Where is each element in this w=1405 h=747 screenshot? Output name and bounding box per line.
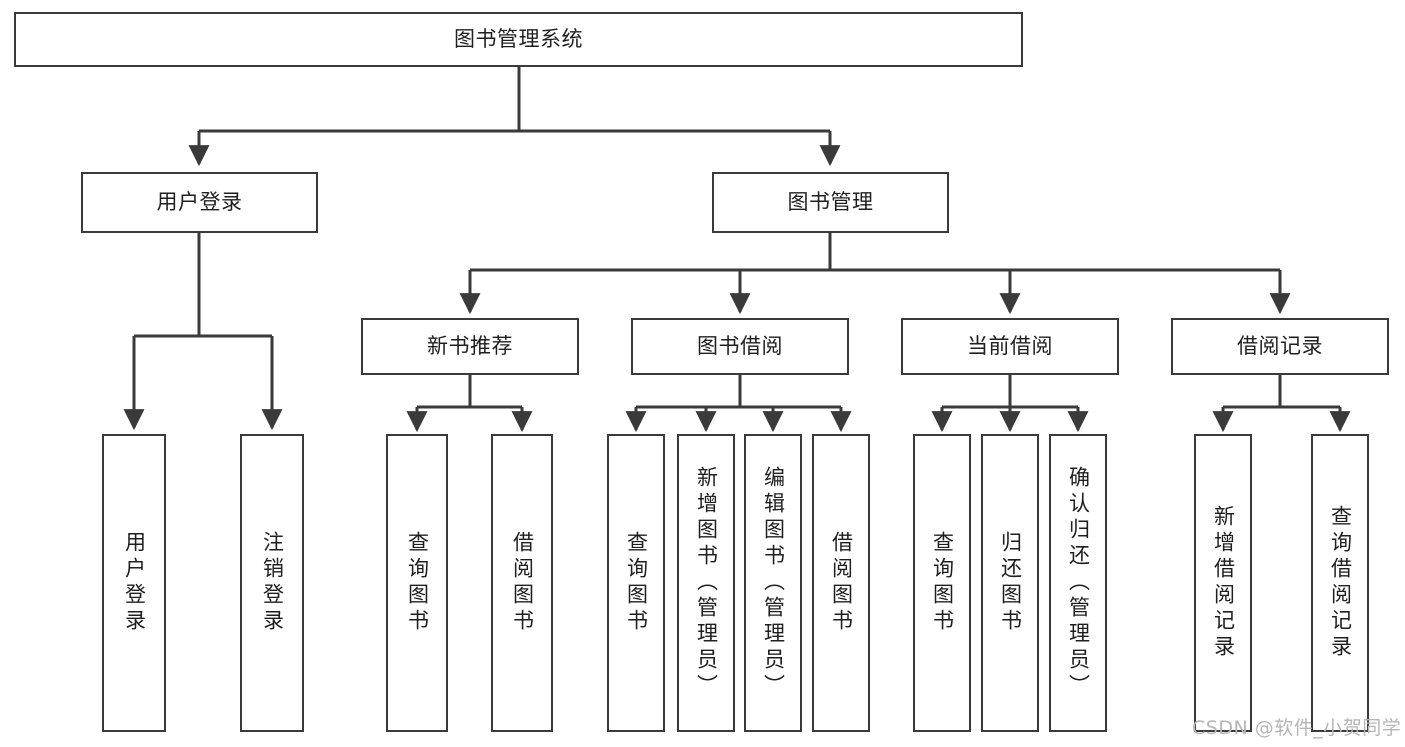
node-leaf-user-logout-label: 注销登录 [260, 531, 285, 635]
node-current-borrow[interactable]: 当前借阅 [901, 318, 1119, 375]
node-leaf-borrow-book-2[interactable]: 借阅图书 [812, 434, 870, 732]
node-leaf-user-login-label: 用户登录 [122, 531, 147, 635]
node-new-book-recommend-label: 新书推荐 [427, 334, 513, 359]
node-leaf-user-logout[interactable]: 注销登录 [240, 434, 304, 732]
node-root[interactable]: 图书管理系统 [14, 12, 1023, 67]
node-leaf-query-record-label: 查询借阅记录 [1328, 505, 1353, 661]
node-user-login-label: 用户登录 [156, 190, 243, 215]
node-leaf-edit-book-label: 编辑图书（管理员） [761, 466, 786, 700]
node-leaf-query-book-1[interactable]: 查询图书 [386, 434, 448, 732]
node-new-book-recommend[interactable]: 新书推荐 [361, 318, 579, 375]
node-root-label: 图书管理系统 [454, 27, 583, 52]
node-book-management[interactable]: 图书管理 [712, 172, 949, 233]
watermark-text: CSDN @软件_小贺同学 [1192, 717, 1402, 739]
node-current-borrow-label: 当前借阅 [967, 334, 1053, 359]
node-leaf-return-book-label: 归还图书 [998, 531, 1023, 635]
node-leaf-add-book[interactable]: 新增图书（管理员） [677, 434, 735, 732]
node-leaf-add-record[interactable]: 新增借阅记录 [1194, 434, 1252, 732]
node-borrow-record[interactable]: 借阅记录 [1171, 318, 1389, 375]
node-leaf-add-record-label: 新增借阅记录 [1211, 505, 1236, 661]
node-leaf-borrow-book-2-label: 借阅图书 [829, 531, 854, 635]
node-leaf-return-book[interactable]: 归还图书 [981, 434, 1039, 732]
node-user-login[interactable]: 用户登录 [81, 172, 318, 233]
node-borrow-record-label: 借阅记录 [1237, 334, 1323, 359]
node-leaf-borrow-book-1-label: 借阅图书 [510, 531, 535, 635]
node-leaf-query-book-3-label: 查询图书 [930, 531, 955, 635]
node-leaf-query-record[interactable]: 查询借阅记录 [1311, 434, 1369, 732]
node-leaf-borrow-book-1[interactable]: 借阅图书 [491, 434, 553, 732]
node-leaf-query-book-2[interactable]: 查询图书 [607, 434, 665, 732]
node-leaf-query-book-1-label: 查询图书 [405, 531, 430, 635]
node-leaf-query-book-2-label: 查询图书 [624, 531, 649, 635]
node-book-management-label: 图书管理 [787, 190, 874, 215]
node-book-borrow[interactable]: 图书借阅 [631, 318, 849, 375]
node-leaf-confirm-return-label: 确认归还（管理员） [1066, 466, 1091, 700]
node-leaf-add-book-label: 新增图书（管理员） [694, 466, 719, 700]
node-leaf-user-login[interactable]: 用户登录 [102, 434, 166, 732]
node-book-borrow-label: 图书借阅 [697, 334, 783, 359]
node-leaf-confirm-return[interactable]: 确认归还（管理员） [1049, 434, 1107, 732]
node-leaf-query-book-3[interactable]: 查询图书 [913, 434, 971, 732]
node-leaf-edit-book[interactable]: 编辑图书（管理员） [744, 434, 802, 732]
